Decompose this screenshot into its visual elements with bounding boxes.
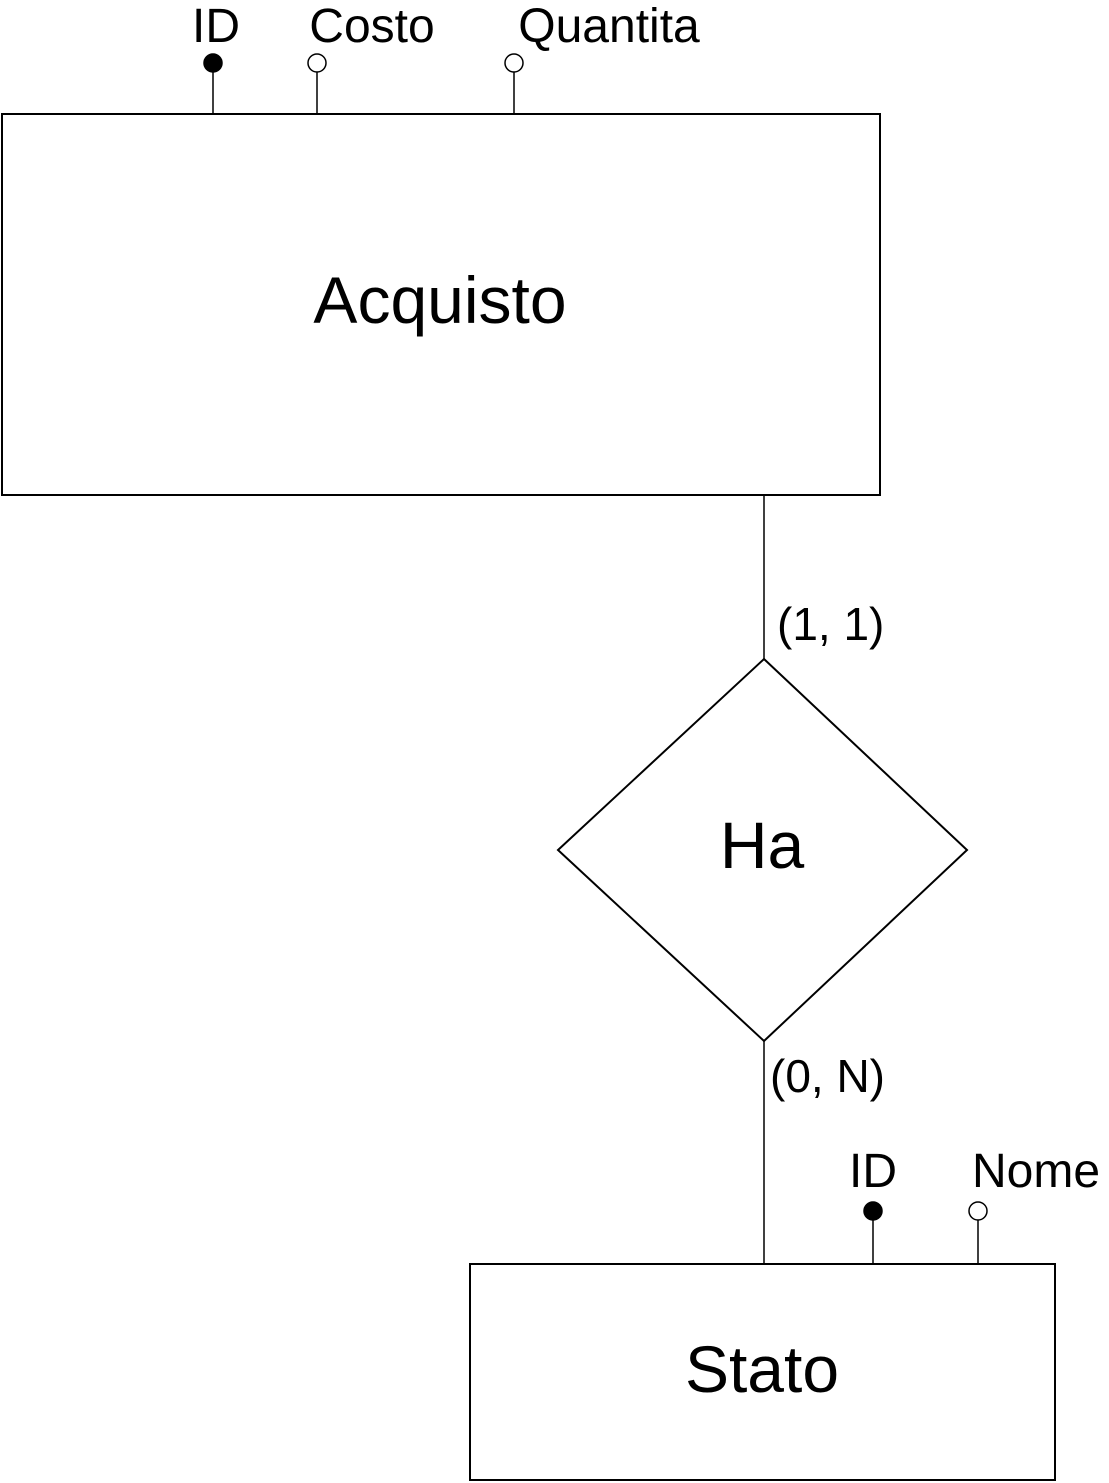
key-attribute-marker [203,53,223,73]
attribute-marker [968,1201,988,1221]
entity-stato-name: Stato [685,1332,839,1406]
relationship-ha-name: Ha [720,808,805,882]
attribute-acquisto-quantita[interactable]: Quantita [504,0,700,114]
cardinality-acquisto: (1, 1) [777,598,884,650]
attribute-acquisto-id[interactable]: ID [192,0,240,114]
entity-acquisto-name: Acquisto [313,263,566,337]
attribute-label: Quantita [518,0,700,53]
cardinality-stato: (0, N) [770,1050,885,1102]
attribute-label: Nome [972,1145,1100,1198]
attribute-marker [504,53,524,73]
attribute-label: Costo [309,0,434,53]
key-attribute-marker [863,1201,883,1221]
relationship-ha[interactable]: Ha [556,657,969,1043]
relationship-ha-diamond [556,657,969,1043]
entity-stato[interactable]: Stato [469,1263,1056,1481]
entity-acquisto[interactable]: Acquisto [1,113,881,496]
entity-stato-box [469,1263,1056,1481]
attribute-stato-id[interactable]: ID [849,1145,897,1264]
entity-acquisto-box [1,113,881,496]
attribute-label: ID [849,1145,897,1198]
attribute-stato-nome[interactable]: Nome [968,1145,1100,1264]
attribute-marker [307,53,327,73]
attribute-acquisto-costo[interactable]: Costo [307,0,435,114]
attribute-label: ID [192,0,240,53]
